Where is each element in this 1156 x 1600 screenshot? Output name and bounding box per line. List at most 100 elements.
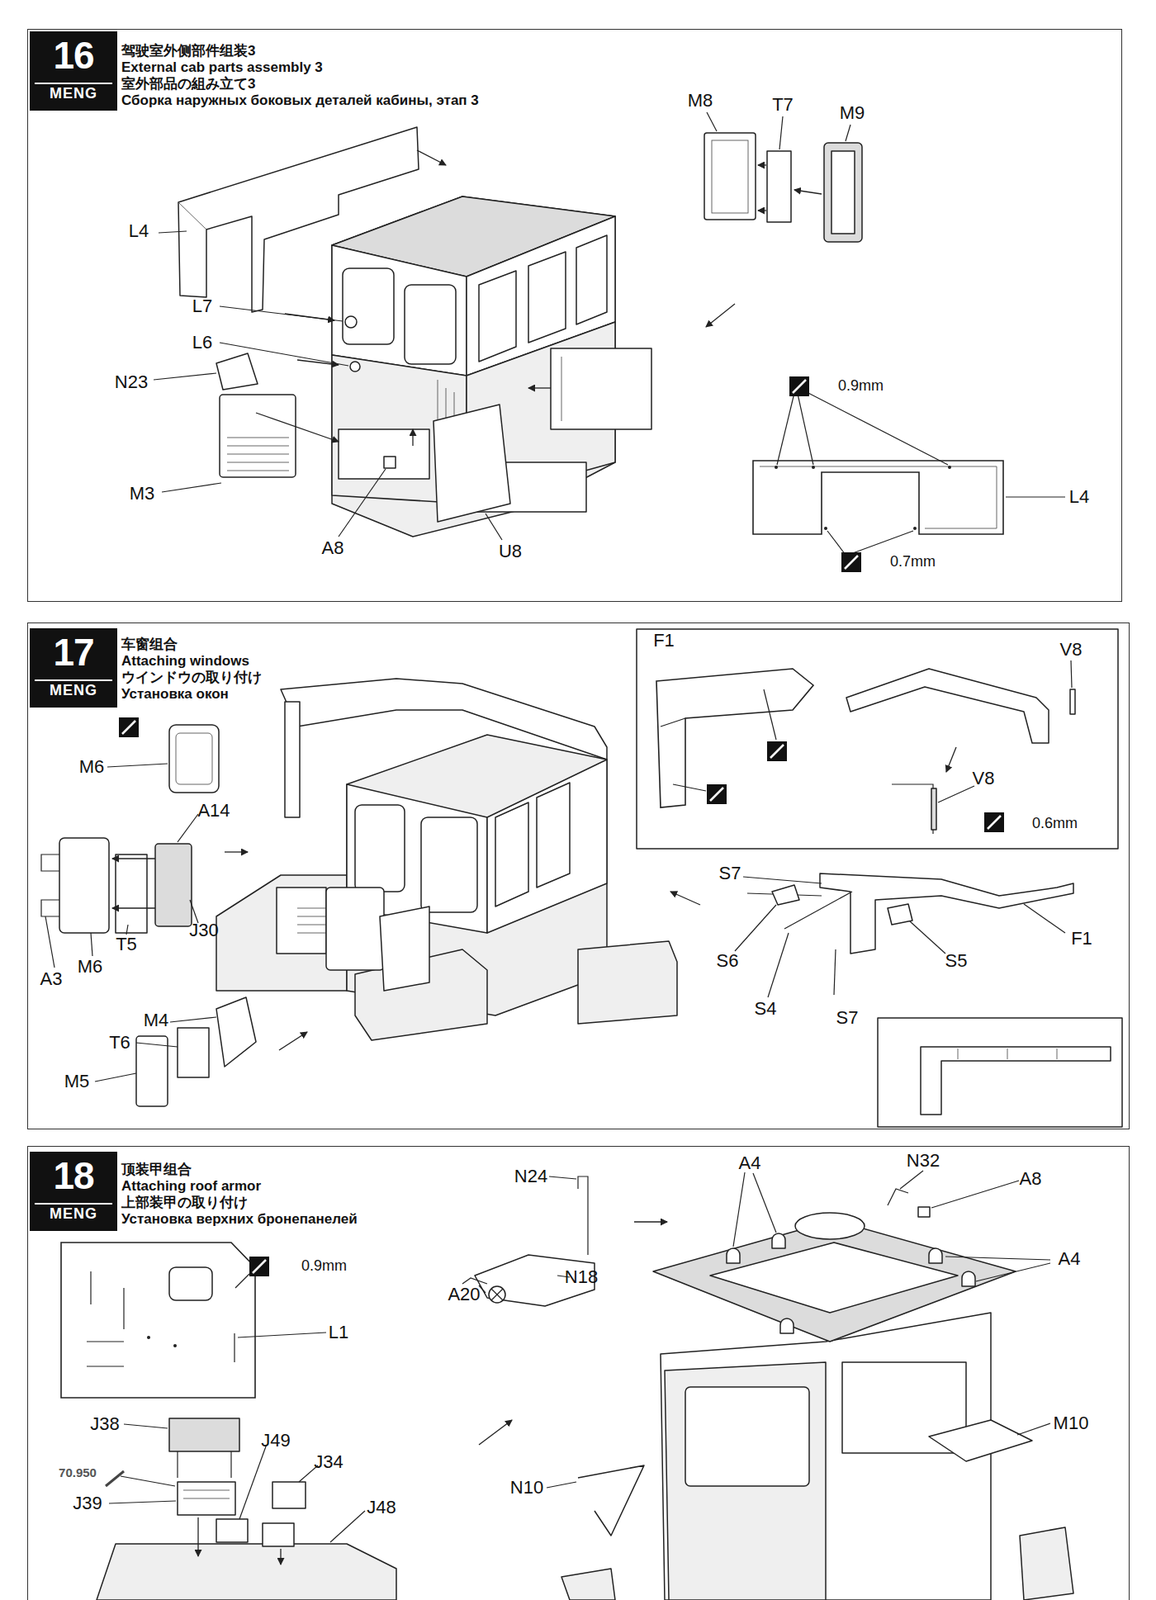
step-number: 18 xyxy=(29,1151,118,1200)
part-f1-assembly xyxy=(1007,1048,1009,1060)
part-l4-flat xyxy=(797,393,814,465)
j-parts-step18 xyxy=(176,1451,178,1479)
inset-f1 xyxy=(767,741,787,762)
part-callout: J34 xyxy=(313,1452,343,1473)
roof-assembly xyxy=(887,1189,909,1206)
roof-assembly xyxy=(961,1271,976,1287)
part-callout: V8 xyxy=(1060,639,1083,660)
j-parts-step18 xyxy=(197,1517,199,1557)
cab-step16 xyxy=(345,316,357,328)
part-l4-flat xyxy=(776,393,795,465)
parts-m8-t7-m9 xyxy=(831,151,855,234)
j-parts-step18 xyxy=(120,1476,176,1487)
part-l1-flat xyxy=(90,1271,91,1305)
part-f1-assembly xyxy=(957,1048,959,1060)
window-parts-step17 xyxy=(41,717,308,1107)
part-callout: L6 xyxy=(192,332,213,353)
part-callout: F1 xyxy=(1070,928,1093,949)
cab-step17 xyxy=(276,887,327,954)
cab-step16 xyxy=(331,245,467,376)
roof-assembly xyxy=(710,1242,958,1313)
cab-step16 xyxy=(576,235,607,325)
window-parts-step17 xyxy=(59,838,109,934)
part-callout: S5 xyxy=(945,951,968,972)
n-parts-step18 xyxy=(478,1420,512,1445)
leader-lines-step16 xyxy=(485,513,503,541)
step-number: 17 xyxy=(29,628,118,677)
heading-line: Сборка наружных боковых деталей кабины, … xyxy=(121,92,479,109)
part-callout: V8 xyxy=(972,768,995,789)
part-l1-flat xyxy=(146,1336,151,1340)
j-parts-step18 xyxy=(272,1482,306,1509)
heading-line: 上部装甲の取り付け xyxy=(121,1194,358,1212)
roof-assembly xyxy=(753,1173,777,1233)
window-parts-step17 xyxy=(216,997,256,1067)
roof-assembly xyxy=(1017,1423,1051,1436)
part-callout: T7 xyxy=(772,94,794,115)
roof-assembly xyxy=(928,1420,1033,1462)
n-parts-step18 xyxy=(549,1176,577,1180)
j-parts-step18 xyxy=(96,1418,397,1600)
part-f1-assembly xyxy=(1056,1048,1058,1060)
dimension-label: 0.9mm xyxy=(838,378,884,395)
side-parts-step16 xyxy=(550,348,652,430)
window-parts-step17 xyxy=(175,733,213,785)
part-l1-flat xyxy=(233,1333,235,1363)
cab-step17 xyxy=(495,802,529,907)
side-parts-step16 xyxy=(433,404,511,522)
part-l4-flat xyxy=(1005,496,1066,498)
side-parts-step16 xyxy=(219,394,296,478)
part-callout: M4 xyxy=(143,1010,170,1031)
step-panel: 车窗组合Attaching windowsウインドウの取り付けУстановка… xyxy=(27,622,1130,1130)
side-parts-step16 xyxy=(227,437,289,439)
cab-step16 xyxy=(528,251,566,343)
roof-assembly xyxy=(795,1212,865,1240)
n-parts-step18 xyxy=(578,1176,588,1256)
part-callout: A4 xyxy=(739,1153,762,1174)
inset-f1 xyxy=(710,787,724,801)
cab-step16 xyxy=(342,268,394,345)
parts-m8-t7-m9 xyxy=(794,189,822,195)
inset-f1 xyxy=(984,812,1005,833)
part-l4-flat xyxy=(850,530,914,555)
window-parts-step17 xyxy=(115,854,147,934)
part-callout: J49 xyxy=(260,1430,290,1451)
n-parts-step18 xyxy=(546,1482,577,1488)
part-l4-flat xyxy=(827,530,846,555)
roof-assembly xyxy=(900,1170,924,1190)
part-callout: L4 xyxy=(1069,487,1090,507)
roof-assembly xyxy=(931,1180,1019,1209)
cab-step16 xyxy=(478,270,517,362)
part-callout: T5 xyxy=(115,934,138,955)
j-parts-step18 xyxy=(279,1549,281,1565)
part-l4-flat xyxy=(947,465,952,470)
part-f1-assembly xyxy=(909,921,946,954)
part-callout: N10 xyxy=(510,1478,544,1498)
cab-step17 xyxy=(379,906,430,991)
part-l1-flat xyxy=(61,1242,327,1398)
side-parts-step16 xyxy=(412,429,413,446)
roof-assembly xyxy=(928,1248,943,1264)
parts-m8-t7-m9 xyxy=(767,151,792,223)
heading-line: 驾驶室外侧部件组装3 xyxy=(121,42,479,60)
brand-logo: MENG xyxy=(34,1203,113,1223)
cab-step17 xyxy=(216,678,678,1041)
cab-step17 xyxy=(284,701,300,818)
n-parts-step18 xyxy=(488,1286,506,1303)
parts-m8-t7-m9 xyxy=(706,112,717,132)
part-callout: A3 xyxy=(40,969,63,990)
window-parts-step17 xyxy=(224,851,248,853)
window-parts-step17 xyxy=(136,1036,168,1107)
j-parts-step18 xyxy=(183,1490,230,1492)
part-f1-assembly xyxy=(887,904,913,925)
part-callout: M8 xyxy=(687,90,714,111)
part-l1-flat xyxy=(252,1260,266,1274)
side-parts-step16 xyxy=(383,456,396,469)
parts-m8-t7-m9 xyxy=(705,303,735,327)
part-callout: N23 xyxy=(114,372,148,393)
window-parts-step17 xyxy=(169,724,219,793)
step-badge: 16MENG xyxy=(29,31,118,111)
heading-line: ウインドウの取り付け xyxy=(121,669,262,687)
side-parts-step16 xyxy=(528,387,551,389)
